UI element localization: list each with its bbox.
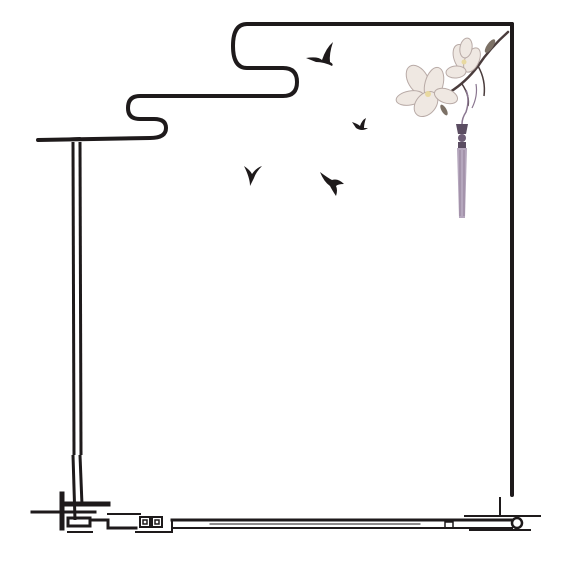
bird-icon (306, 42, 333, 66)
cloud-scroll-border-icon (36, 22, 514, 142)
bird-icon (352, 118, 368, 130)
bird-icon (320, 172, 344, 196)
fret-pattern-icon (30, 491, 541, 533)
magnolia-branch-icon (395, 30, 510, 118)
left-border-double-line (71, 141, 84, 521)
tassel-pendant-icon (456, 83, 478, 218)
bird-icon (244, 166, 262, 186)
